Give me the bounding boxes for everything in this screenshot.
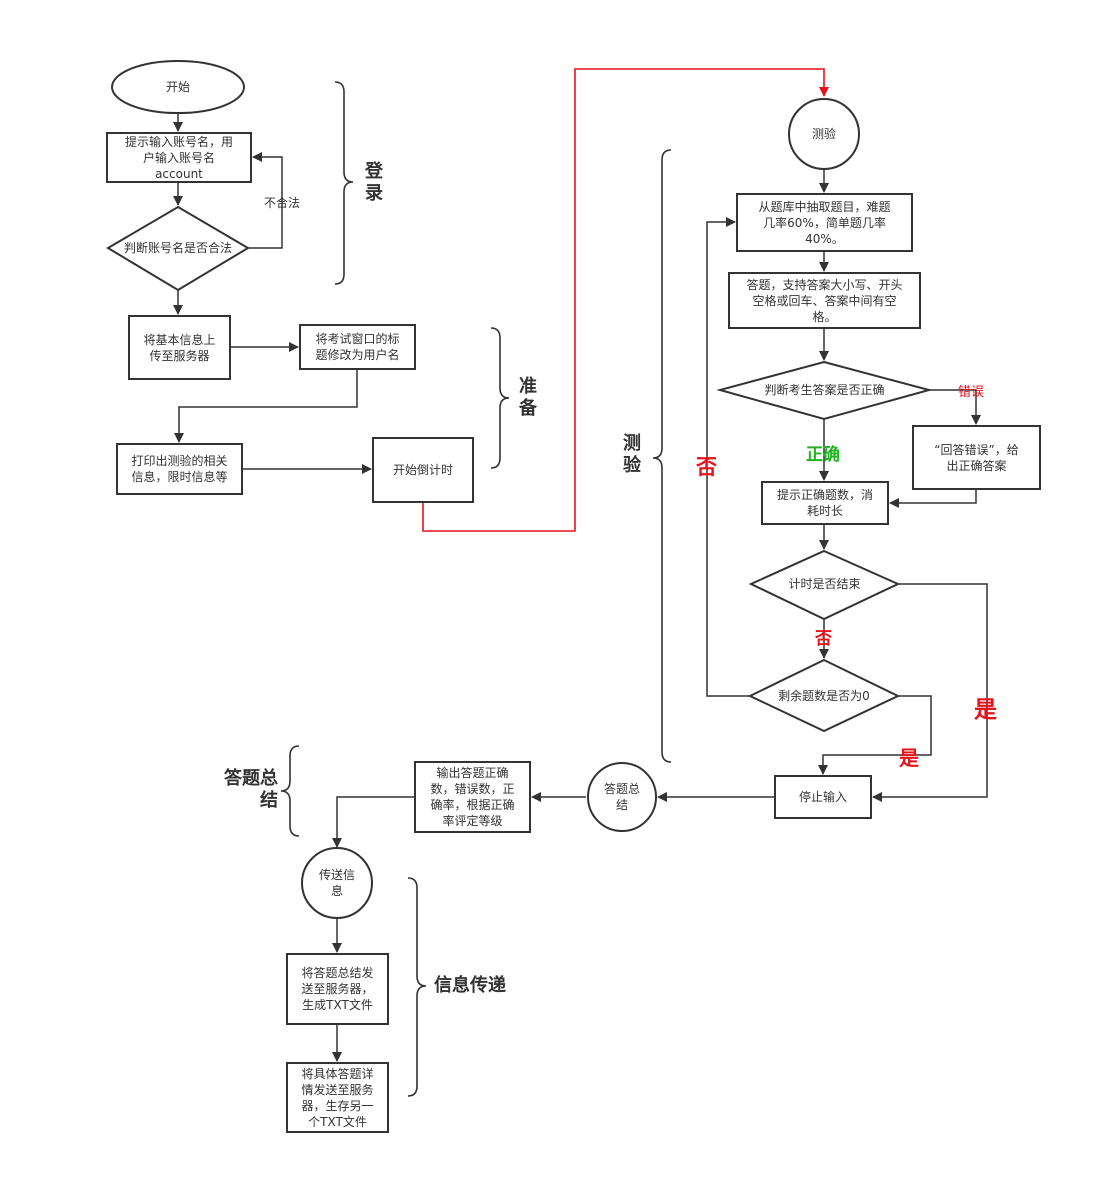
time-over-diamond [748,549,901,621]
quiz-circle [788,98,860,170]
section-title-transfer: 信息传递 [434,975,506,996]
check-account-label: 判断账号名是否合法 [123,241,232,255]
edge-label-no-loop: 否 [696,455,717,479]
edge-remaining-yes [818,695,932,775]
remaining-zero-diamond [747,658,901,733]
send-info-circle [301,847,373,919]
judge-answer-diamond [716,360,933,421]
time-over-label: 计时是否结束 [788,577,861,591]
answer-box [728,272,921,329]
prompt-account-box [106,132,252,183]
output-stats-label: 输出答题正确 数，错误数，正 确率，根据正确 率评定等级 [430,766,515,828]
remaining-zero-label: 剩余题数是否为0 [778,689,870,703]
send-detail-label: 将具体答题详 情发送至服务 器，生存另一 个TXT文件 [301,1066,374,1129]
node-shapes [106,60,1041,1133]
section-title-prepare: 准 备 [519,376,537,419]
edge-label-remaining-yes: 是 [899,746,919,770]
draw-question-box [736,193,913,252]
wrong-feedback-box [912,425,1041,490]
section-title-login: 登 录 [365,161,383,204]
edge-wrong-to-show [889,489,977,508]
show-correct-box [761,481,889,525]
show-correct-label: 提示正确题数，消 耗时长 [776,488,873,518]
edge-time-yes [872,583,988,802]
send-info-label: 传送信 息 [318,868,355,898]
check-account-diamond [106,205,250,292]
send-summary-label: 将答题总结发 送至服务器， 生成TXT文件 [301,966,374,1012]
section-title-summary: 答题总 结 [224,768,278,811]
prompt-account-label: 提示输入账号名，用 户输入账号名 account [124,134,233,181]
rename-window-box [299,324,416,370]
edge-countdown-to-quiz [422,68,829,532]
answer-label: 答题，支持答案大小写、开头 空格或回车、答案中间有空 格。 [746,277,903,324]
edge-rename-to-print [174,369,358,443]
brace-transfer [407,877,427,1097]
connector-lines [173,68,988,1062]
wrong-feedback-label: “回答错误”，给 出正确答案 [934,442,1019,473]
summary-circle [587,762,657,832]
section-title-quiz: 测 验 [623,433,641,476]
edge-output-to-send [332,796,415,848]
quiz-label: 测验 [811,127,836,141]
section-braces [280,81,672,1097]
stop-input-label: 停止输入 [798,790,847,804]
edge-label-illegal: 不合法 [263,196,300,210]
brace-summary [280,745,300,837]
start-label: 开始 [165,80,190,94]
brace-quiz [652,149,672,763]
edge-remaining-no-loop [706,217,750,697]
brace-prepare [490,327,510,469]
edge-check-illegal-loop [248,152,283,249]
summary-label: 答题总 结 [603,782,640,812]
output-stats-box [414,761,531,833]
edge-judge-wrong [929,389,981,425]
countdown-box [372,437,474,503]
edge-label-correct: 正确 [806,445,840,465]
edge-label-wrong: 错误 [958,385,985,400]
draw-question-label: 从题库中抽取题目，难题 几率60%，简单题几率 40%。 [758,199,891,246]
rename-window-label: 将考试窗口的标 题修改为用户名 [315,332,400,362]
stop-input-box [774,775,872,819]
start-terminal [111,60,245,114]
countdown-label: 开始倒计时 [392,463,453,477]
judge-answer-label: 判断考生答案是否正确 [764,383,885,397]
send-summary-box [286,953,389,1025]
upload-info-box [128,315,231,380]
upload-info-label: 将基本信息上 传至服务器 [143,332,216,363]
print-info-box [116,443,243,495]
edge-label-time-yes: 是 [974,697,997,723]
edge-label-time-no: 否 [815,629,832,649]
brace-login [334,81,354,285]
send-detail-box [286,1062,389,1133]
print-info-label: 打印出测验的相关 信息，限时信息等 [131,454,228,484]
